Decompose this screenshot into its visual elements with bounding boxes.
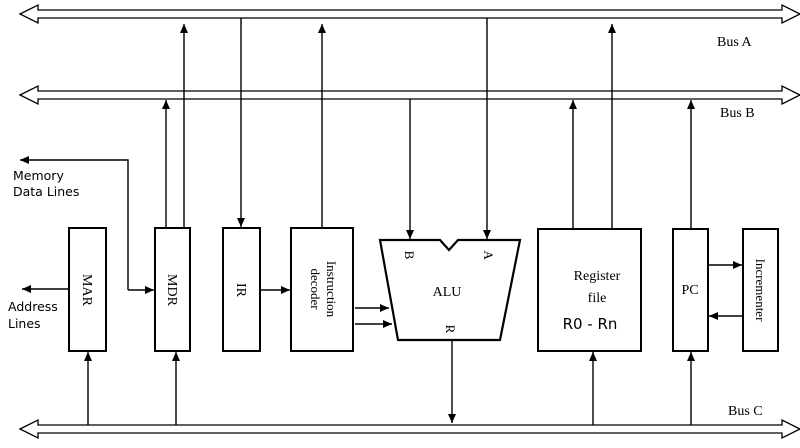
bus-c-label: Bus C [728, 404, 763, 419]
bus-a-label: Bus A [717, 35, 753, 50]
mar-box [68, 227, 107, 352]
alu-input-b-label: B [402, 251, 417, 260]
alu-label: ALU [433, 285, 462, 300]
mar-label: MAR [79, 274, 94, 307]
incrementer-label: Incrementer [753, 259, 768, 322]
mdr-label: MDR [164, 274, 179, 307]
register-file-box [537, 228, 642, 352]
memory-data-lines-label-line1: Memory [13, 168, 64, 183]
alu-output-r-label: R [443, 325, 458, 334]
ir-label: IR [233, 283, 248, 298]
address-lines-label-line1: Address [8, 299, 58, 314]
bus-b-arrow [18, 84, 800, 106]
connections [20, 18, 743, 425]
mdr-box [154, 227, 191, 352]
alu-shape [378, 238, 522, 342]
bus-c-arrow [18, 418, 800, 440]
decoder-label-line2: decoder [308, 268, 323, 310]
bus-b-label: Bus B [720, 106, 755, 121]
register-range-label: R0 - Rn [563, 315, 618, 333]
register-file-label-line1: Register [574, 269, 621, 284]
bus-a-arrow [18, 3, 800, 25]
address-lines-label-line2: Lines [8, 316, 41, 331]
decoder-label-line1: Instruction [324, 261, 339, 318]
register-file-label-line2: file [588, 291, 607, 306]
alu-input-a-label: A [481, 250, 496, 260]
pc-label: PC [681, 283, 698, 298]
incrementer-box [742, 228, 779, 352]
memory-data-lines-arrow [20, 156, 129, 290]
memory-data-lines-label-line2: Data Lines [13, 184, 79, 199]
